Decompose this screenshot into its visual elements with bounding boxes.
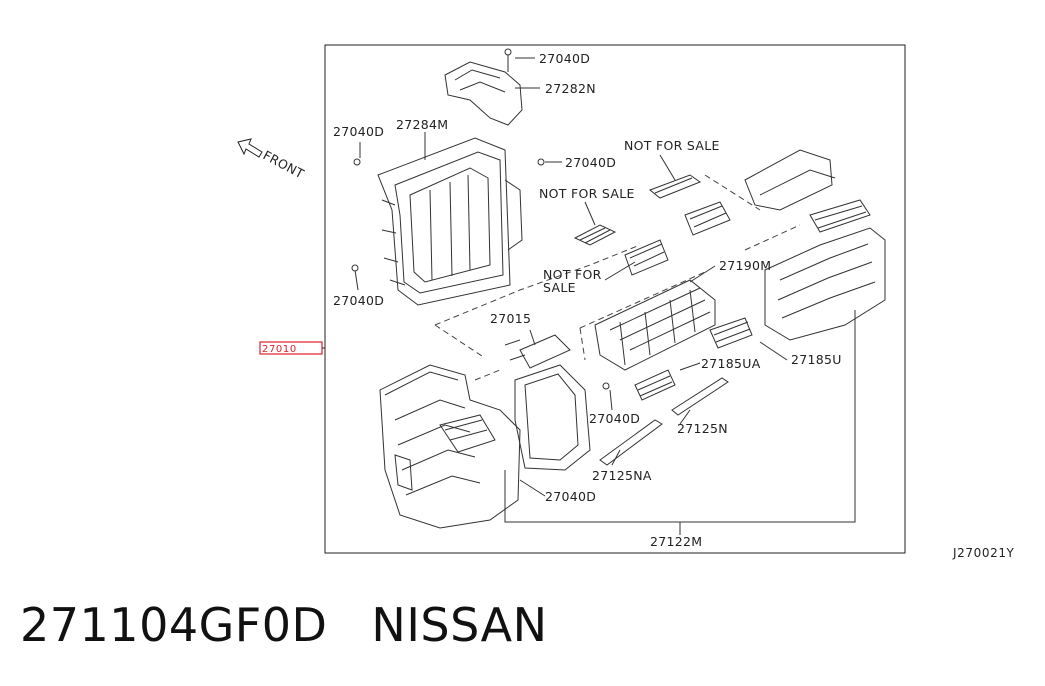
label-not-for-sale-2: NOT FOR SALE [539, 186, 635, 201]
label-27122M: 27122M [650, 534, 702, 549]
front-arrow-icon [237, 138, 263, 158]
label-27040D-left-bottom: 27040D [333, 293, 384, 308]
label-not-for-sale-1: NOT FOR SALE [624, 138, 720, 153]
filter-strips [599, 369, 729, 466]
footer-caption: 271104GF0D NISSAN [20, 598, 548, 652]
upper-housing [377, 137, 523, 306]
label-27040D-bottom: 27040D [545, 489, 596, 504]
label-not-for-sale-3a: NOT FOR [543, 267, 602, 282]
label-not-for-sale-3b: SALE [543, 280, 576, 295]
leader-lines [354, 52, 856, 535]
brand-name: NISSAN [371, 598, 548, 652]
label-27185U: 27185U [791, 352, 842, 367]
assembly-lines [434, 174, 801, 381]
label-27284M: 27284M [396, 117, 448, 132]
vent-parts [573, 174, 731, 276]
main-unit [379, 364, 521, 529]
label-27125NA: 27125NA [592, 468, 652, 483]
center-filter [594, 279, 716, 371]
reference-code: J270021Y [952, 546, 1015, 560]
upper-duct [444, 61, 523, 126]
highlight-label: 27010 [262, 344, 297, 355]
bolt-icons [351, 48, 610, 390]
label-27282N: 27282N [545, 81, 596, 96]
label-27040D-left-top: 27040D [333, 124, 384, 139]
label-27040D-center: 27040D [589, 411, 640, 426]
label-27125N: 27125N [677, 421, 728, 436]
label-27185UA: 27185UA [701, 356, 761, 371]
front-label: FRONT [261, 147, 307, 181]
label-27040D-mid: 27040D [565, 155, 616, 170]
center-blower [504, 334, 591, 471]
label-27040D-top: 27040D [539, 51, 590, 66]
label-27190M: 27190M [719, 258, 771, 273]
diagram-frame [324, 44, 906, 554]
right-housing [709, 149, 886, 349]
label-27015: 27015 [490, 311, 531, 326]
part-number: 271104GF0D [20, 598, 328, 652]
